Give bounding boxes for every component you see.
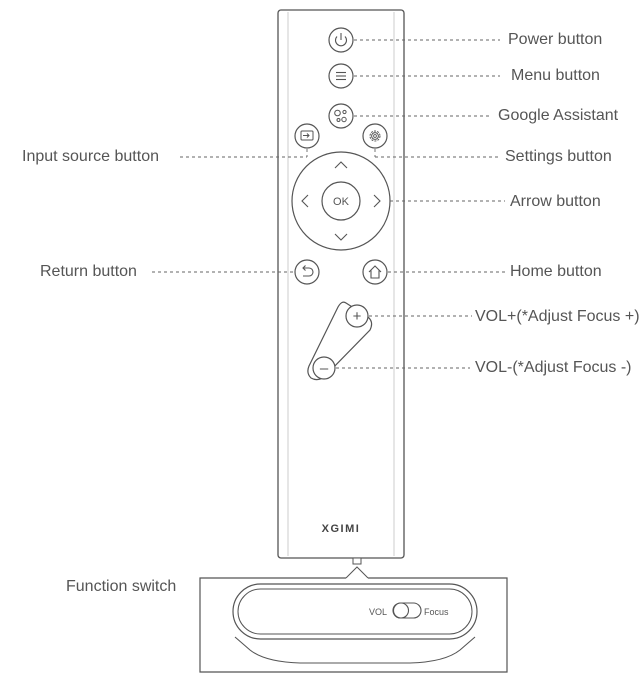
return-button[interactable]	[294, 259, 320, 285]
arrow-left-icon[interactable]	[301, 194, 309, 208]
power-icon	[334, 33, 348, 47]
switch-vol-label: VOL	[369, 607, 387, 617]
label-input-source-button: Input source button	[22, 148, 159, 165]
label-vol-minus: VOL-(*Adjust Focus -)	[475, 359, 632, 376]
ok-button[interactable]: OK	[321, 181, 361, 221]
ok-label: OK	[333, 196, 350, 208]
arrow-right-icon[interactable]	[373, 194, 381, 208]
function-switch-toggle[interactable]	[392, 602, 422, 619]
menu-icon	[336, 71, 346, 81]
brand-logo: XGIMI	[322, 523, 361, 535]
label-return-button: Return button	[40, 263, 137, 280]
leader-lines	[152, 39, 505, 369]
volume-minus-button[interactable]	[312, 356, 336, 380]
arrow-down-icon[interactable]	[334, 233, 348, 241]
label-menu-button: Menu button	[511, 67, 600, 84]
home-icon	[368, 265, 382, 279]
remote-end-shape	[234, 636, 476, 664]
menu-button[interactable]	[328, 63, 354, 89]
switch-focus-label: Focus	[424, 607, 449, 617]
switch-knob	[392, 602, 410, 619]
gear-icon	[369, 130, 381, 142]
label-settings-button: Settings button	[505, 148, 612, 165]
google-assistant-icon	[334, 109, 347, 123]
label-vol-plus: VOL+(*Adjust Focus +)	[475, 308, 640, 325]
label-google-assistant: Google Assistant	[498, 107, 619, 124]
label-home-button: Home button	[510, 263, 602, 280]
volume-rocker[interactable]: + –	[307, 301, 373, 381]
home-button[interactable]	[362, 259, 388, 285]
input-source-icon	[300, 130, 314, 141]
arrow-up-icon[interactable]	[334, 161, 348, 169]
settings-button[interactable]	[362, 123, 388, 149]
label-function-switch: Function switch	[66, 578, 177, 595]
label-power-button: Power button	[508, 31, 603, 48]
detail-box-outline	[199, 577, 508, 673]
google-assistant-button[interactable]	[328, 103, 354, 129]
return-icon	[302, 265, 314, 277]
remote-body	[277, 9, 405, 559]
input-source-button[interactable]	[294, 123, 320, 149]
switch-tab	[352, 557, 362, 565]
power-button[interactable]	[328, 27, 354, 53]
volume-plus-button[interactable]	[345, 304, 369, 328]
callout-pointer	[345, 566, 369, 579]
switch-inner-pill	[237, 588, 473, 635]
label-arrow-button: Arrow button	[510, 193, 601, 210]
volume-minus-symbol: –	[320, 360, 329, 377]
volume-plus-symbol: +	[353, 308, 362, 325]
